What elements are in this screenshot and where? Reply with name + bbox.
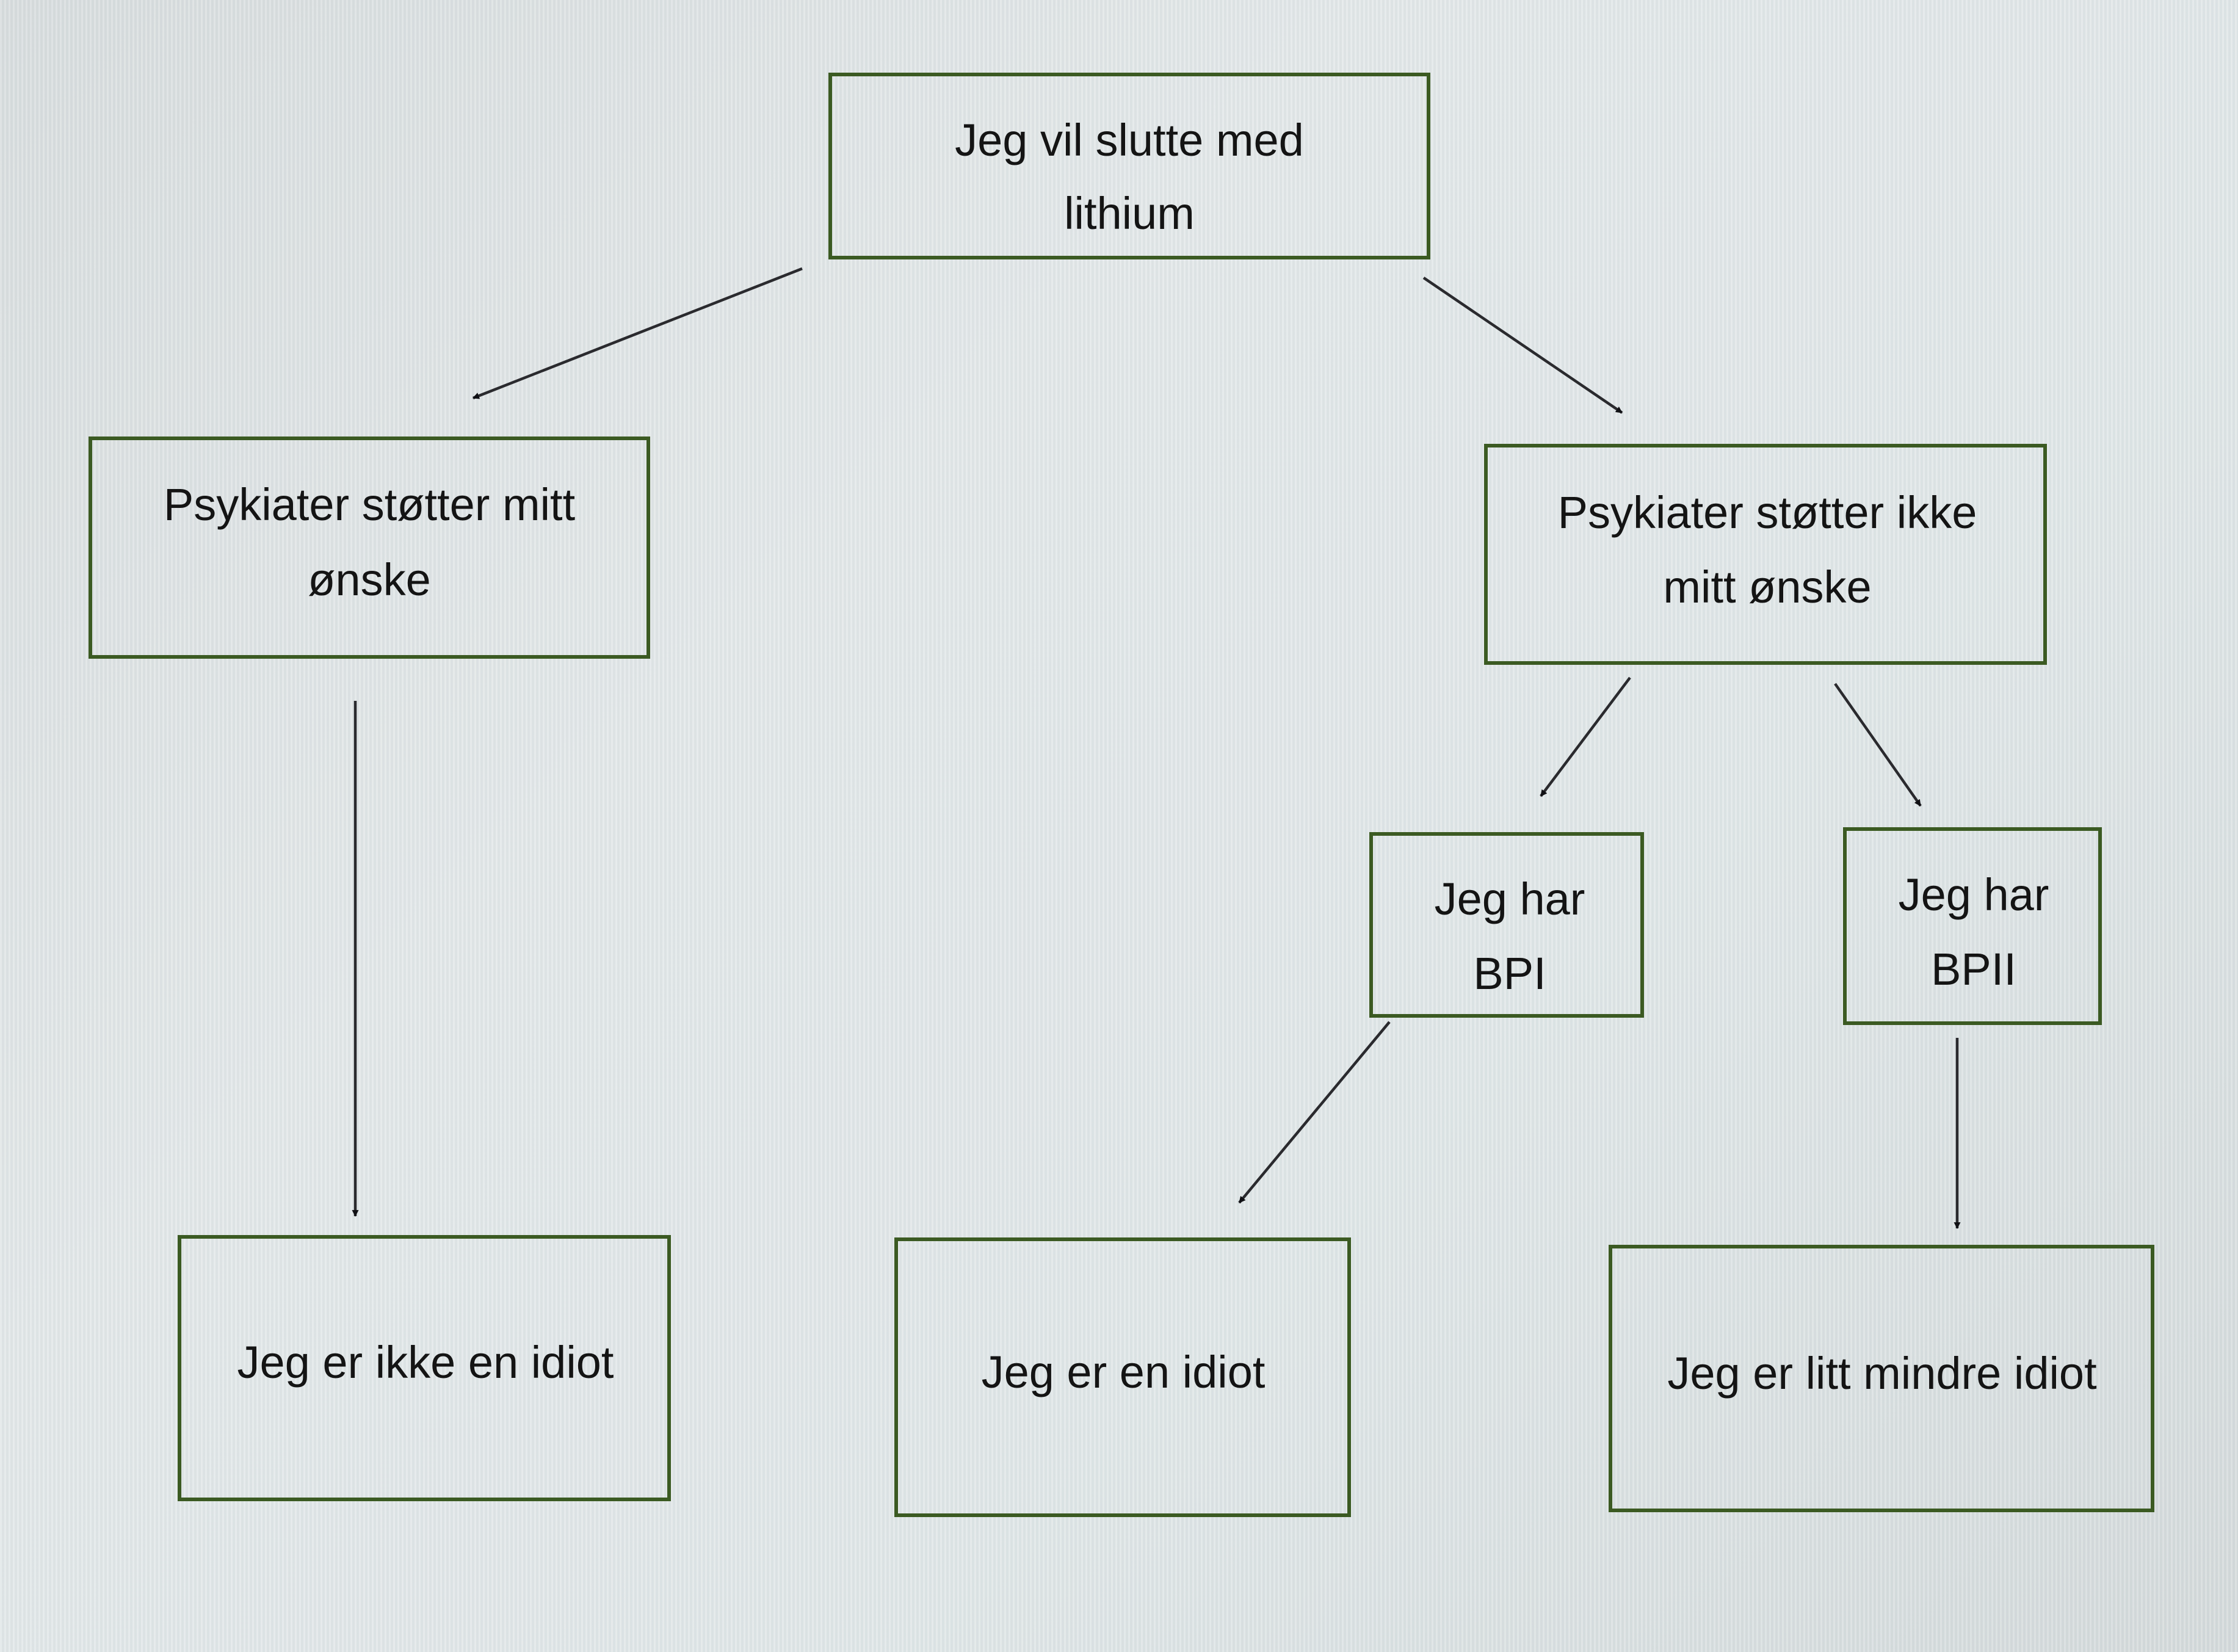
- node-label-line: Jeg har: [1435, 874, 1585, 924]
- node-label-line: BPII: [1931, 944, 2016, 994]
- node-box: [1609, 1245, 2154, 1512]
- arrow-bp1-to-idiot: [1238, 1021, 1391, 1204]
- node-box: [89, 437, 650, 659]
- node-box: [828, 73, 1430, 259]
- node-label-line: Jeg er litt mindre idiot: [1667, 1348, 2097, 1399]
- node-less-idiot: Jeg er litt mindre idiot: [1609, 1245, 2154, 1512]
- node-label-line: Psykiater støtter mitt: [164, 479, 576, 530]
- node-label-line: Jeg vil slutte med: [955, 115, 1304, 165]
- node-label-line: Jeg er ikke en idiot: [237, 1337, 614, 1388]
- node-not-supports: Psykiater støtter ikke mitt ønske: [1484, 444, 2047, 665]
- node-label-line: ønske: [308, 554, 431, 605]
- node-box: [1484, 444, 2047, 665]
- node-idiot: Jeg er en idiot: [894, 1237, 1351, 1517]
- node-label-line: mitt ønske: [1663, 562, 1871, 612]
- node-box: [894, 1237, 1351, 1517]
- node-box: [1843, 827, 2102, 1025]
- node-label-line: Psykiater støtter ikke: [1558, 487, 1977, 538]
- node-label-line: Jeg har: [1899, 869, 2049, 920]
- arrow-root-to-not-supports: [1422, 277, 1623, 414]
- arrow-not-supports-to-bp2: [1834, 683, 1922, 807]
- node-box: [178, 1235, 671, 1501]
- node-box: [1369, 832, 1644, 1018]
- node-supports: Psykiater støtter mitt ønske: [89, 437, 650, 659]
- node-label-line: lithium: [1064, 188, 1195, 239]
- node-not-idiot: Jeg er ikke en idiot: [178, 1235, 671, 1501]
- arrow-root-to-supports: [472, 267, 803, 400]
- arrow-not-supports-to-bp1: [1540, 676, 1631, 797]
- node-label-line: BPI: [1473, 948, 1546, 999]
- node-label-line: Jeg er en idiot: [982, 1347, 1266, 1397]
- edges-layer: [352, 267, 1961, 1230]
- node-root: Jeg vil slutte med lithium: [828, 73, 1430, 259]
